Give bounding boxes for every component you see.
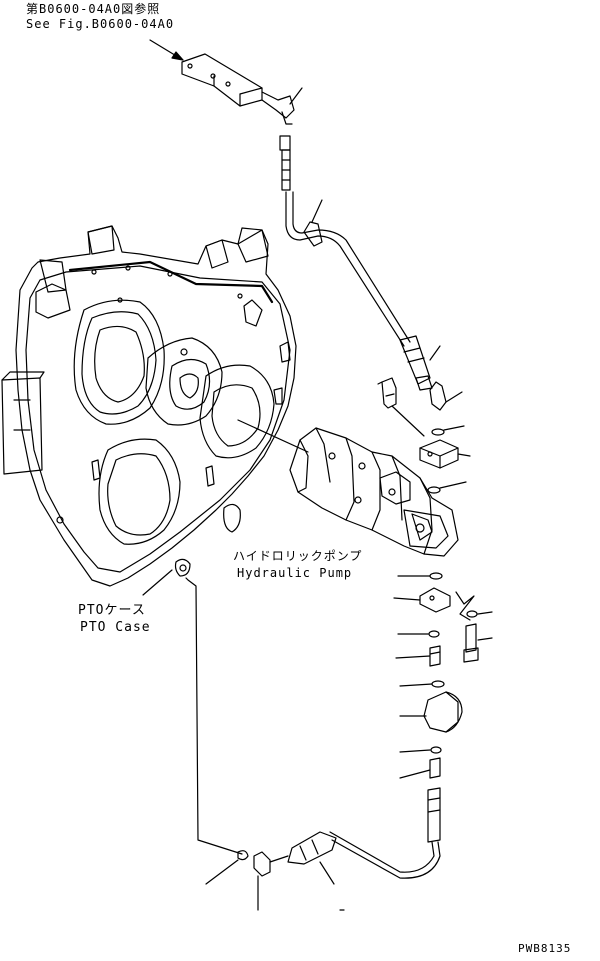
parts-stack-lower [395,645,463,843]
upper-block-bracket [181,53,303,125]
hydraulic-pump [289,427,459,557]
pto-case-label-en: PTO Case [80,620,151,635]
hydraulic-pump-label-en: Hydraulic Pump [237,566,353,580]
pto-leader-line [142,569,173,596]
figure-reference-en: See Fig.B0600-04A0 [26,17,175,31]
reference-arrow [149,39,184,61]
drawing-number: PWB8135 [518,942,572,955]
hydraulic-pump-label-jp: ハイドロリックポンプ [233,549,363,563]
figure-reference-jp: 第B0600-04A0図参照 [26,2,161,16]
pto-case-label-jp: PTOケース [78,603,146,618]
parts-stack-upper [377,377,493,663]
upper-hose-fitting [279,135,291,191]
upper-hose [285,191,441,391]
pump-leader-line [237,419,309,453]
lower-hose [185,577,441,911]
pto-case-housing [1,225,297,587]
